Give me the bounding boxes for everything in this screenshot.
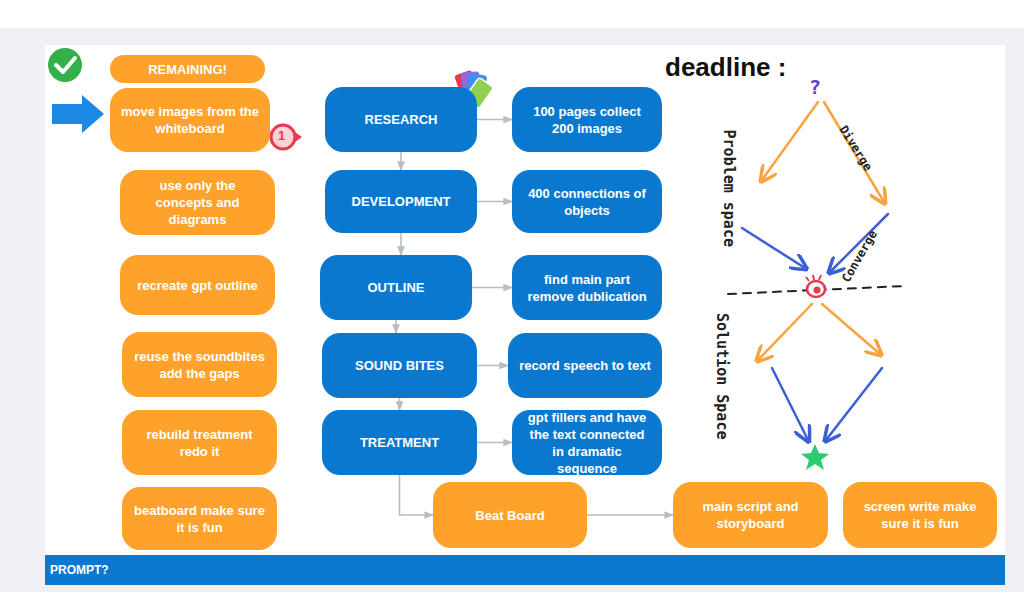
process-box: RESEARCH bbox=[325, 87, 477, 152]
connector-arrow bbox=[399, 398, 401, 410]
process-box: SOUND BITES bbox=[322, 333, 477, 398]
output-box: screen write make sure it is fun bbox=[843, 482, 997, 548]
handwritten-note: Problem space bbox=[720, 130, 737, 247]
callout-circle bbox=[271, 125, 295, 149]
connector-arrow bbox=[477, 442, 512, 444]
check-badge bbox=[48, 48, 82, 82]
detail-box: 400 connections of objects bbox=[512, 170, 662, 233]
task-box: reuse the soundbites add the gaps bbox=[122, 332, 277, 397]
double-diamond-sketch bbox=[728, 102, 905, 440]
detail-box: record speech to text bbox=[508, 333, 662, 398]
deadline-heading: deadline : bbox=[665, 53, 786, 82]
box-text: use only the concepts and diagrams bbox=[130, 177, 265, 228]
box-text: rebuild treatment redo it bbox=[132, 426, 267, 460]
pointer-arrow bbox=[52, 95, 104, 133]
task-box: beatboard make sure it is fun bbox=[122, 487, 277, 550]
callout-number: 1 bbox=[278, 129, 285, 143]
check-mark bbox=[56, 58, 75, 72]
output-box: main script and storyboard bbox=[673, 482, 828, 548]
box-text: 400 connections of objects bbox=[522, 185, 652, 219]
process-box: DEVELOPMENT bbox=[325, 170, 477, 233]
task-box: recreate gpt outline bbox=[120, 255, 275, 315]
connector-arrow bbox=[400, 475, 434, 515]
connector-arrow bbox=[477, 365, 508, 367]
process-box: TREATMENT bbox=[322, 410, 477, 475]
box-text: 100 pages collect 200 images bbox=[522, 103, 652, 137]
prompt-band: PROMPT? bbox=[45, 555, 1005, 585]
eye-icon bbox=[806, 275, 825, 297]
box-text: OUTLINE bbox=[367, 279, 424, 296]
box-text: SOUND BITES bbox=[355, 357, 444, 374]
box-text: record speech to text bbox=[519, 357, 651, 374]
status-pill: REMAINING! bbox=[110, 55, 265, 83]
box-text: main script and storyboard bbox=[683, 498, 818, 532]
question-mark: ? bbox=[809, 76, 821, 98]
box-text: Beat Board bbox=[475, 507, 544, 524]
connector-arrow bbox=[400, 152, 402, 170]
task-box: rebuild treatment redo it bbox=[122, 410, 277, 475]
box-text: DEVELOPMENT bbox=[352, 193, 451, 210]
connector-arrow bbox=[587, 514, 673, 516]
box-text: reuse the soundbites add the gaps bbox=[132, 348, 267, 382]
process-box: Beat Board bbox=[433, 482, 587, 548]
detail-box: find main part remove dublication bbox=[512, 255, 662, 320]
detail-box: gpt fillers and have the text connected … bbox=[512, 410, 662, 475]
box-text: screen write make sure it is fun bbox=[853, 498, 987, 532]
box-text: move images from the whiteboard bbox=[120, 103, 260, 137]
box-text: beatboard make sure it is fun bbox=[132, 502, 267, 536]
box-text: recreate gpt outline bbox=[137, 277, 258, 294]
detail-box: 100 pages collect 200 images bbox=[512, 87, 662, 152]
connector-arrow bbox=[400, 233, 402, 255]
connector-arrow bbox=[477, 119, 512, 121]
box-text: PROMPT? bbox=[50, 562, 109, 579]
task-box: use only the concepts and diagrams bbox=[120, 170, 275, 235]
process-box: OUTLINE bbox=[320, 255, 472, 320]
box-text: REMAINING! bbox=[148, 61, 227, 78]
connector-arrow bbox=[395, 320, 397, 333]
task-box: move images from the whiteboard bbox=[110, 88, 270, 152]
box-text: find main part remove dublication bbox=[522, 271, 652, 305]
star-icon bbox=[801, 444, 829, 470]
connector-arrow bbox=[472, 287, 512, 289]
connector-arrow bbox=[477, 201, 512, 203]
box-text: gpt fillers and have the text connected … bbox=[522, 409, 652, 477]
box-text: TREATMENT bbox=[360, 434, 439, 451]
handwritten-note: Solution Space bbox=[714, 313, 731, 439]
box-text: RESEARCH bbox=[365, 111, 438, 128]
